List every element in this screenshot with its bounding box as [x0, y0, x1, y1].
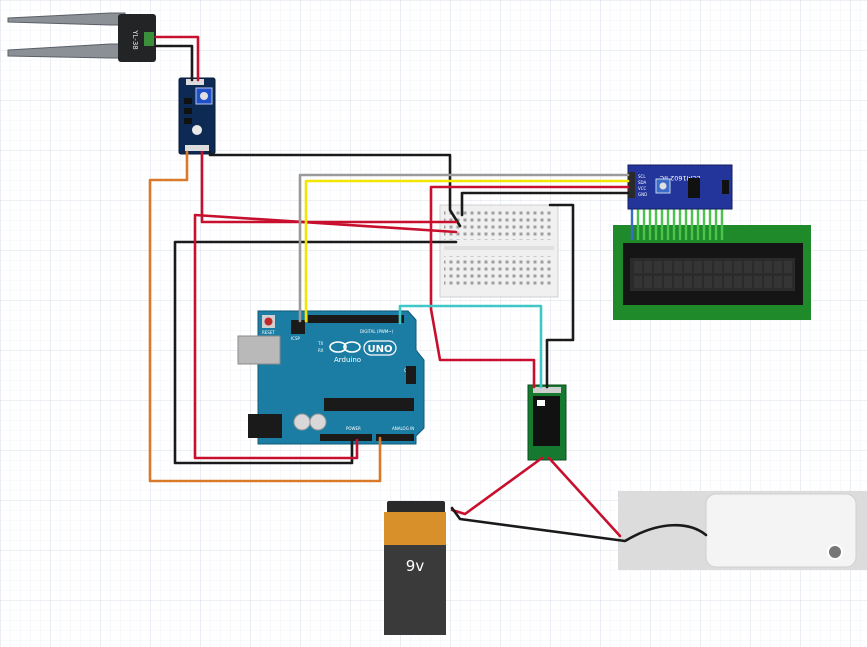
arduino-brand: Arduino — [334, 356, 361, 364]
lcd-char-cell — [654, 261, 662, 273]
lcd-char-cell — [754, 276, 762, 288]
lcd-char-cell — [744, 261, 752, 273]
lcd-char-cell — [644, 276, 652, 288]
i2c-pin-gnd: GND — [638, 192, 647, 197]
lcd-char-cell — [674, 261, 682, 273]
pump-outlet — [827, 544, 843, 560]
i2c-chip — [688, 178, 700, 198]
lcd-char-cell — [694, 276, 702, 288]
wire-relay-to-pump — [547, 456, 622, 538]
arduino-uno[interactable]: RESET ICSP DIGITAL (PWM~) TX RX ON Ardui… — [237, 310, 425, 445]
lcd-char-cell — [694, 261, 702, 273]
lcd-char-cell — [734, 276, 742, 288]
water-pump[interactable] — [618, 491, 867, 570]
lcd-char-cell — [714, 261, 722, 273]
i2c-backpack — [627, 164, 733, 210]
lcd-char-cell — [774, 261, 782, 273]
reset-label: RESET — [262, 330, 275, 335]
lcd-char-cell — [764, 261, 772, 273]
analog-header — [376, 434, 414, 441]
wire-probe-to-module-red — [154, 35, 200, 82]
lcd-module[interactable]: LCM1602 IIC SCL SDA VCC GND — [613, 164, 811, 320]
power-label: POWER — [346, 426, 361, 431]
lcd-char-cell — [674, 276, 682, 288]
breadboard[interactable] — [439, 204, 559, 298]
lcd-char-cell — [684, 261, 692, 273]
wire-module-vcc — [200, 150, 458, 224]
power-header — [320, 434, 372, 441]
lcd-char-cell — [724, 276, 732, 288]
uno-badge — [363, 340, 397, 356]
lcd-char-cell — [664, 276, 672, 288]
battery-label: 9v — [406, 557, 425, 575]
probe-label: YL-38 — [131, 29, 139, 50]
battery-terminal-cap — [387, 501, 445, 513]
icsp-label: ICSP — [291, 336, 301, 341]
uno-label: UNO — [368, 344, 393, 355]
lcd-char-cell — [644, 261, 652, 273]
wire-arduino-gnd — [173, 240, 458, 465]
digital-label: DIGITAL (PWM~) — [360, 329, 394, 334]
wire-arduino-sda — [304, 179, 630, 323]
arduino-board — [257, 310, 425, 445]
battery-body-bottom — [384, 545, 446, 635]
analog-label: ANALOG IN — [392, 426, 414, 431]
wire-battery-to-pump — [450, 506, 708, 543]
lcd-char-cell — [784, 276, 792, 288]
wire-arduino-5v — [193, 213, 458, 460]
lcd-char-cell — [704, 276, 712, 288]
wire-module-analog — [148, 150, 382, 483]
wire-arduino-to-relay-signal — [398, 304, 543, 389]
capacitor-2 — [309, 413, 327, 431]
module-led — [192, 125, 202, 135]
capacitor-1 — [293, 413, 311, 431]
pump-body — [705, 493, 857, 568]
usb-connector — [237, 335, 281, 365]
rx-label: RX — [318, 348, 324, 353]
i2c-pin-scl: SCL — [638, 174, 646, 179]
battery-9v[interactable]: 9v — [384, 501, 446, 635]
wires — [148, 35, 708, 543]
wire-lcd-gnd — [460, 191, 630, 217]
lcd-char-cell — [744, 276, 752, 288]
lcd-char-cell — [704, 261, 712, 273]
lcd-char-cell — [754, 261, 762, 273]
sensor-module[interactable] — [178, 77, 216, 155]
wire-breadboard-to-relay-gnd — [545, 203, 575, 389]
i2c-pin-sda: SDA — [638, 180, 647, 185]
lcd-char-cell — [764, 276, 772, 288]
lcd-char-cell — [654, 276, 662, 288]
digital-header — [308, 315, 404, 323]
atmega-chip — [324, 398, 414, 411]
i2c-label: LCM1602 IIC — [659, 174, 700, 182]
icsp-header — [291, 320, 305, 334]
lcd-char-cell — [634, 276, 642, 288]
i2c-pin-vcc: VCC — [638, 186, 647, 191]
lcd-char-cell — [684, 276, 692, 288]
lcd-char-cell — [664, 261, 672, 273]
wire-arduino-scl — [298, 173, 630, 323]
lcd-char-cell — [714, 276, 722, 288]
lcd-char-cell — [784, 261, 792, 273]
relay-module[interactable] — [527, 384, 567, 461]
battery-body-top — [384, 512, 446, 546]
lcd-char-cell — [774, 276, 782, 288]
lcd-char-cell — [734, 261, 742, 273]
wire-module-gnd — [208, 150, 462, 228]
wire-probe-to-module-black — [154, 44, 194, 82]
tx-label: TX — [317, 341, 323, 346]
wire-lcd-vcc — [429, 185, 630, 389]
lcd-char-cell — [724, 261, 732, 273]
wire-battery-to-relay — [450, 456, 544, 516]
soil-moisture-probe[interactable]: YL-38 — [7, 12, 156, 62]
arduino-logo: Arduino — [329, 341, 361, 364]
probe-head — [118, 14, 156, 62]
power-jack — [248, 414, 282, 438]
lcd-char-cell — [634, 261, 642, 273]
